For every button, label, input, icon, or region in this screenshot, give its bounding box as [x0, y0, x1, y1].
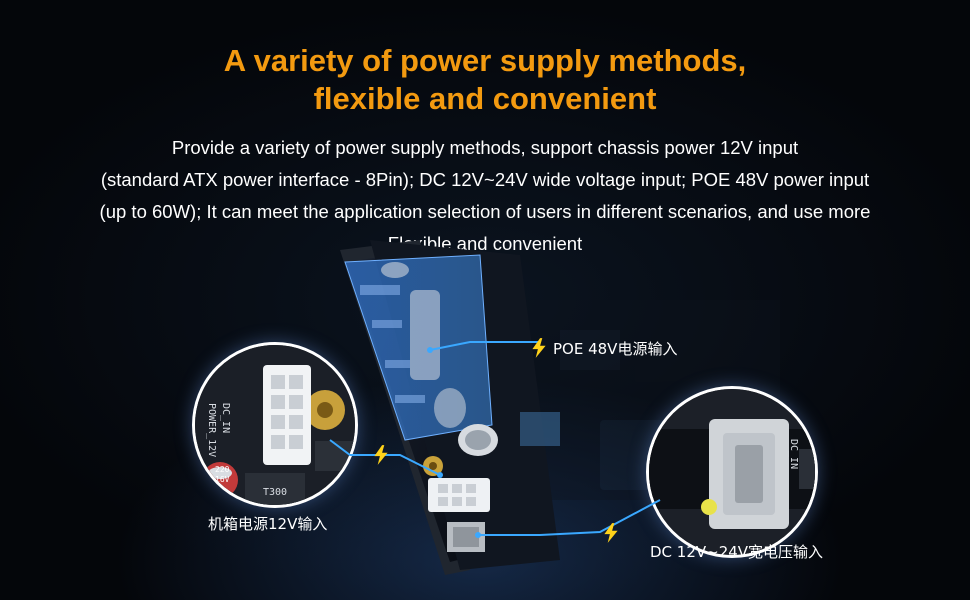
- description-line-2: (standard ATX power interface - 8Pin); D…: [100, 169, 870, 190]
- cap-voltage: 16V: [215, 475, 230, 484]
- callout-chassis: 机箱电源12V输入: [208, 515, 328, 533]
- description: Provide a variety of power supply method…: [30, 132, 940, 260]
- lightning-bolt-icon: [532, 338, 546, 358]
- lightning-bolt-icon: [374, 445, 388, 465]
- callout-poe: POE 48V电源输入: [553, 340, 678, 358]
- chassis-connector-graphic: [195, 345, 355, 505]
- inductor-label: T300: [263, 487, 288, 498]
- heading-line-1: A variety of power supply methods,: [223, 43, 747, 78]
- dc-jack-zoom: DC_IN: [646, 386, 818, 558]
- chassis-connector-zoom: POWER_12V DC_IN 220 16V T300: [192, 342, 358, 508]
- description-line-3: (up to 60W); It can meet the application…: [99, 201, 871, 222]
- callout-dc: DC 12V~24V宽电压输入: [650, 543, 824, 561]
- description-line-1: Provide a variety of power supply method…: [171, 137, 799, 158]
- dc-jack-graphic: [649, 389, 815, 555]
- heading-line-2: flexible and convenient: [313, 81, 657, 116]
- cap-value: 220: [215, 465, 230, 474]
- lightning-bolt-icon: [604, 523, 618, 543]
